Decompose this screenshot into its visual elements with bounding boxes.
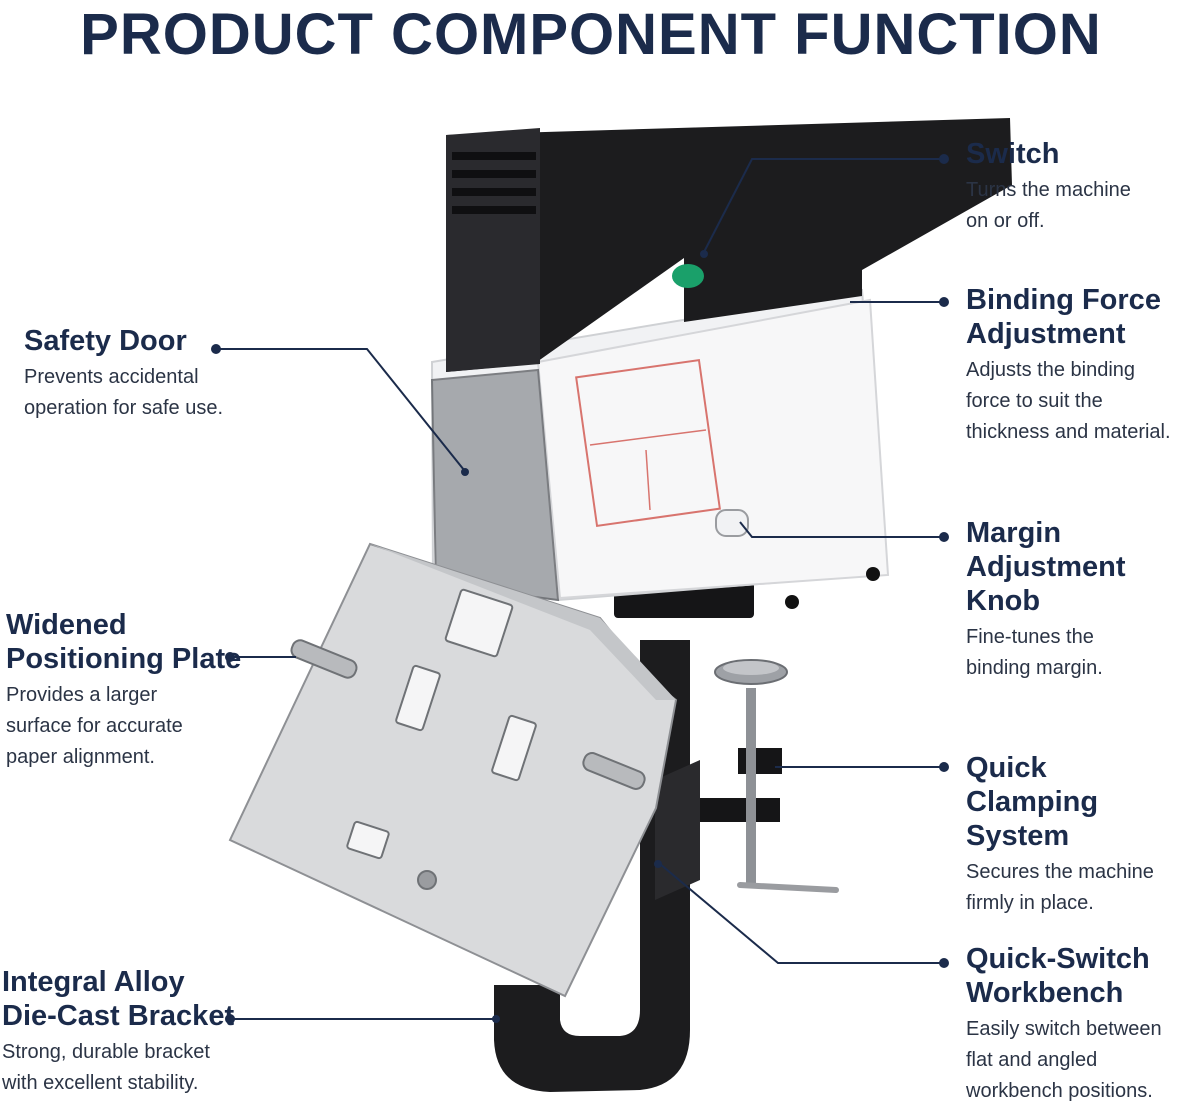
callout-safety-door: Safety Door Prevents accidental operatio…	[24, 324, 223, 424]
callout-positioning-plate: Widened Positioning Plate Provides a lar…	[6, 608, 241, 773]
bullet-safety-door	[211, 344, 221, 354]
callout-title: Widened Positioning Plate	[6, 609, 242, 675]
callout-title: Quick Clamping System	[966, 752, 1099, 852]
power-switch	[672, 264, 704, 288]
callout-bracket: Integral Alloy Die-Cast Bracket Strong, …	[2, 965, 234, 1099]
clamp-arm	[738, 748, 782, 774]
bullet-positioning-plate	[225, 652, 235, 662]
callout-title: Binding Force Adjustment	[966, 284, 1161, 350]
callout-switch: Switch Turns the machine on or off.	[966, 137, 1131, 237]
callout-binding-force: Binding Force Adjustment Adjusts the bin…	[966, 283, 1171, 448]
callout-description: Adjusts the binding force to suit the th…	[966, 359, 1171, 443]
page-title: PRODUCT COMPONENT FUNCTION	[80, 2, 1102, 67]
callout-title: Safety Door	[24, 325, 187, 357]
callout-description: Secures the machine firmly in place.	[966, 861, 1154, 914]
margin-knob	[715, 509, 749, 537]
vent-slots	[452, 152, 536, 214]
plate-slots	[346, 588, 537, 860]
bullet-bracket	[225, 1014, 235, 1024]
leader-switch	[703, 158, 944, 253]
safety-door	[430, 368, 560, 602]
leader-quick-switch	[659, 863, 944, 964]
plate-tab	[290, 639, 358, 679]
callout-description: Provides a larger surface for accurate p…	[6, 684, 183, 768]
callout-title: Quick-Switch Workbench	[966, 943, 1150, 1009]
clamp-screw	[746, 688, 756, 888]
callout-title: Margin Adjustment Knob	[966, 517, 1126, 617]
leader-safety-door	[216, 348, 465, 471]
machine-head	[446, 118, 1012, 372]
callout-description: Fine-tunes the binding margin.	[966, 626, 1103, 679]
bullet-quick-clamping	[939, 762, 949, 772]
callout-description: Turns the machine on or off.	[966, 179, 1131, 232]
bullet-switch	[939, 154, 949, 164]
clamp-handle	[737, 882, 839, 893]
callout-quick-switch: Quick-Switch Workbench Easily switch bet…	[966, 942, 1162, 1107]
callout-description: Easily switch between flat and angled wo…	[966, 1018, 1162, 1102]
bullet-margin-knob	[939, 532, 949, 542]
callout-title: Switch	[966, 138, 1060, 170]
leader-margin-knob	[739, 521, 944, 538]
callout-description: Prevents accidental operation for safe u…	[24, 366, 224, 419]
front-cover	[536, 298, 890, 600]
warning-label	[575, 358, 721, 528]
callout-quick-clamping: Quick Clamping System Secures the machin…	[966, 751, 1182, 919]
callout-margin-knob: Margin Adjustment Knob Fine-tunes the bi…	[966, 516, 1182, 684]
callout-title: Integral Alloy Die-Cast Bracket	[2, 966, 235, 1032]
clamp-lower-arm	[700, 798, 780, 822]
callout-description: Strong, durable bracket with excellent s…	[2, 1041, 210, 1094]
plate-tab	[582, 752, 646, 790]
bullet-quick-switch	[939, 958, 949, 968]
bullet-binding-force	[939, 297, 949, 307]
bracket-rib	[655, 760, 700, 900]
